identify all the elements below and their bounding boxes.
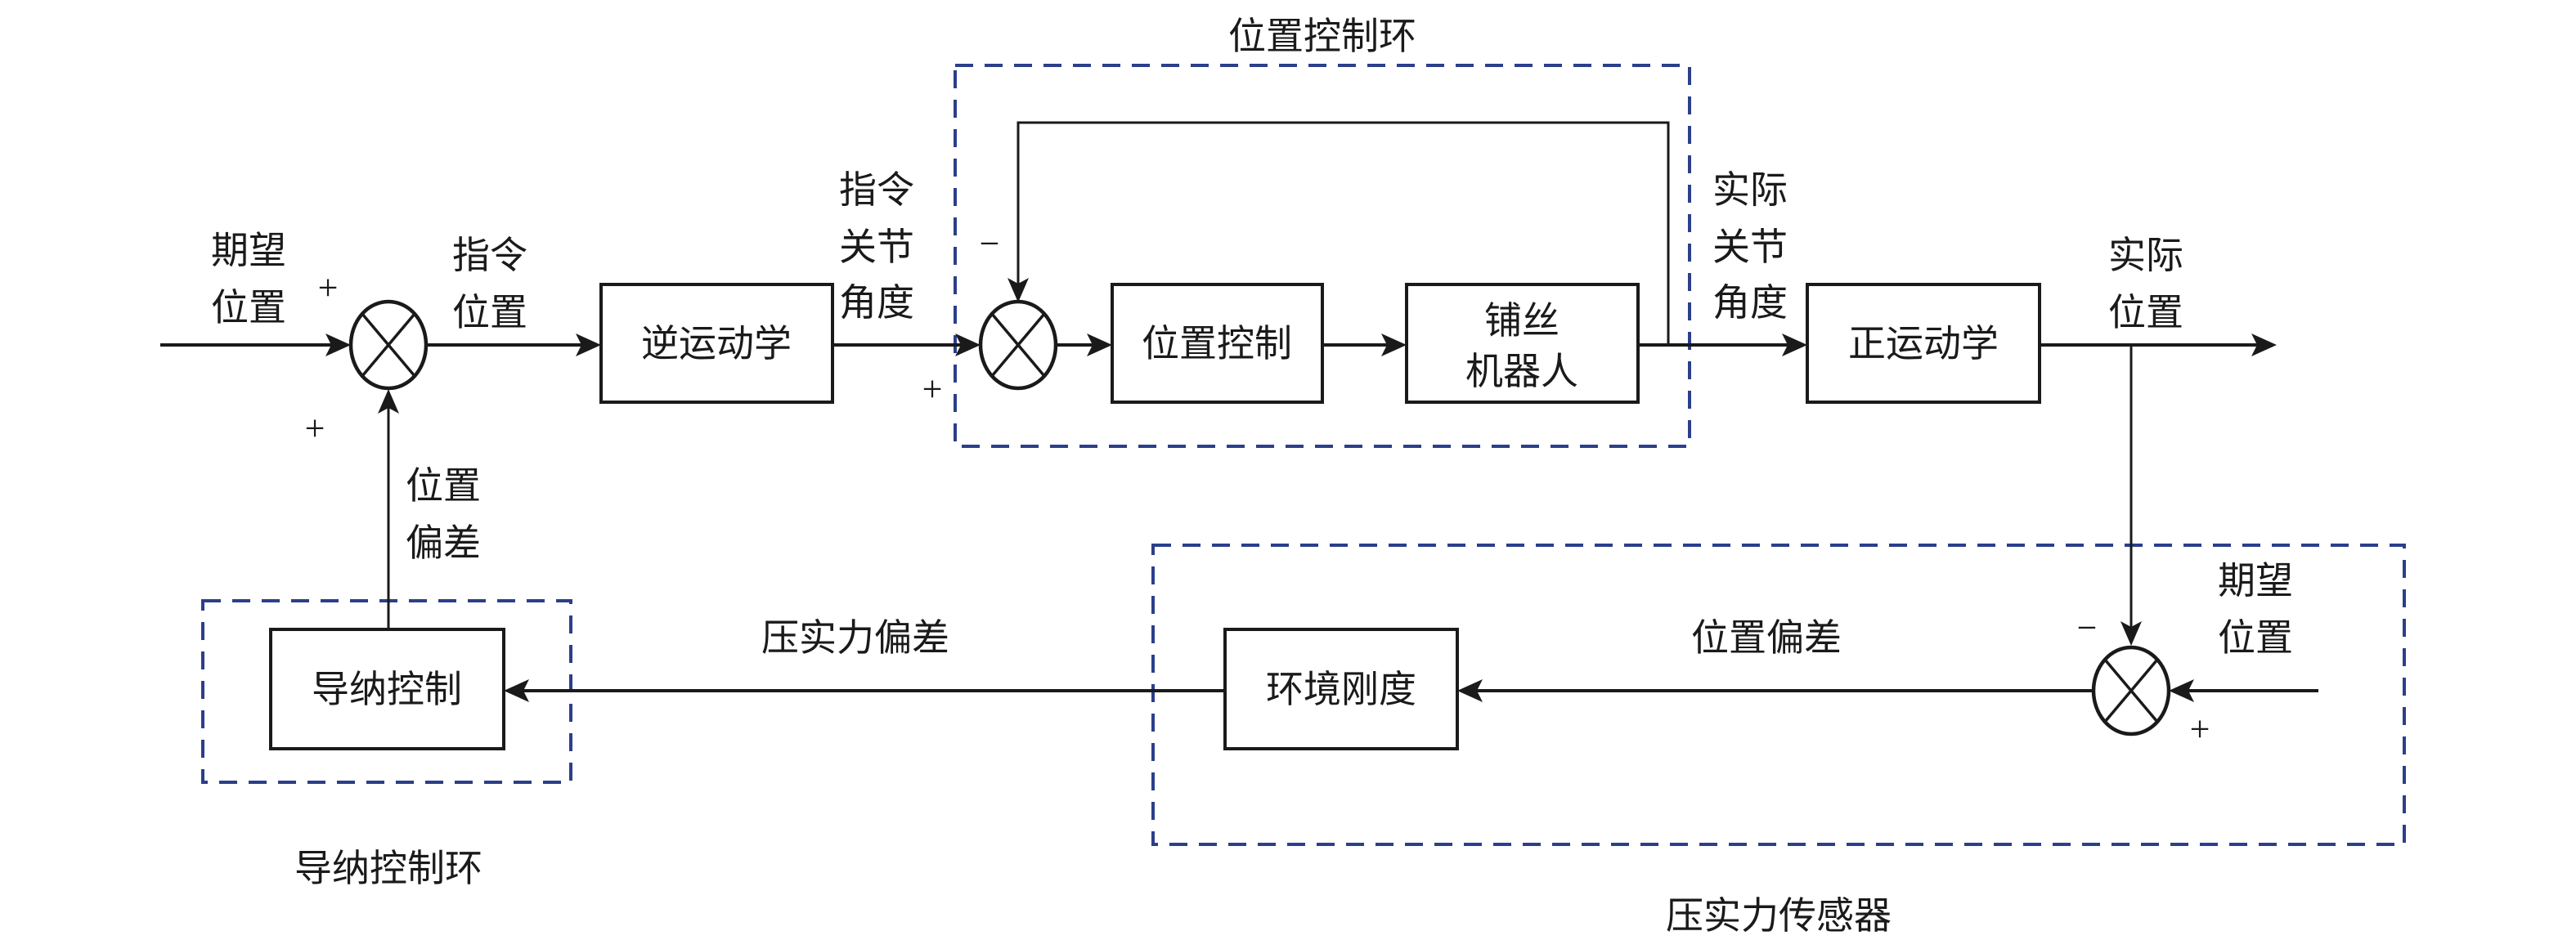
svg-text:指令: 指令 (452, 233, 527, 277)
svg-text:期望: 期望 (211, 228, 286, 272)
block-label: 逆运动学 (641, 321, 792, 365)
arrowhead (1457, 679, 1483, 702)
signal-command-position: 指令 位置 (452, 233, 527, 334)
sum1-bottom-sign: + (305, 409, 325, 449)
sum3-top-sign: − (2077, 608, 2098, 648)
signal-position-error: 位置偏差 (1691, 616, 1842, 660)
arrowhead (1008, 278, 1029, 302)
block-label-line2: 机器人 (1465, 349, 1578, 393)
summing-junction-3 (2091, 645, 2171, 736)
svg-text:期望: 期望 (2218, 558, 2293, 602)
arrowhead (1087, 333, 1112, 356)
svg-text:位置: 位置 (2218, 616, 2293, 660)
svg-text:偏差: 偏差 (406, 521, 481, 565)
arrowhead (504, 679, 529, 702)
force-sensor-title: 压实力传感器 (1666, 893, 1892, 938)
summing-junction-1 (348, 299, 429, 391)
svg-text:位置: 位置 (406, 463, 481, 508)
joint-angle-feedback-wire (1016, 121, 1670, 345)
block-label: 正运动学 (1848, 321, 1999, 365)
block-fiber-placement-robot: 铺丝 机器人 (1405, 283, 1640, 404)
block-label: 位置控制 (1142, 321, 1292, 365)
svg-text:实际: 实际 (2108, 233, 2183, 277)
arrowhead (955, 333, 981, 356)
block-forward-kinematics: 正运动学 (1806, 283, 2041, 404)
arrowhead (378, 389, 399, 414)
signal-actual-joint-angle: 实际 关节 角度 (1712, 168, 1788, 325)
block-admittance-control: 导纳控制 (269, 628, 505, 750)
block-label-line1: 铺丝 (1484, 298, 1560, 342)
signal-compaction-force-error: 压实力偏差 (761, 616, 949, 660)
signal-position-error-feedback: 位置 偏差 (406, 463, 481, 565)
position-loop-boundary (954, 64, 1691, 448)
signal-actual-position: 实际 位置 (2108, 233, 2183, 334)
svg-text:角度: 角度 (1712, 280, 1788, 325)
svg-text:实际: 实际 (1712, 168, 1788, 212)
admittance-loop-title: 导纳控制环 (294, 846, 482, 890)
summing-junction-2 (978, 299, 1058, 391)
output-arrowhead (2251, 333, 2277, 356)
svg-text:位置: 位置 (2108, 290, 2183, 334)
svg-text:指令: 指令 (839, 168, 914, 212)
svg-text:关节: 关节 (839, 225, 914, 269)
svg-text:关节: 关节 (1712, 225, 1788, 269)
signal-desired-position-sensor: 期望 位置 (2218, 558, 2293, 660)
position-loop-title: 位置控制环 (1228, 14, 1416, 58)
arrowhead (1782, 333, 1807, 356)
block-position-control: 位置控制 (1111, 283, 1324, 404)
svg-text:角度: 角度 (839, 280, 914, 325)
arrowhead (325, 333, 351, 356)
sum2-top-sign: − (980, 224, 1000, 264)
force-sensor-boundary (1151, 544, 2406, 846)
signal-desired-position-input: 期望 位置 (211, 228, 286, 329)
signal-command-joint-angle: 指令 关节 角度 (839, 168, 914, 325)
sum3-right-sign: + (2190, 710, 2210, 750)
svg-text:位置: 位置 (452, 290, 527, 334)
sum1-top-sign: + (318, 268, 339, 308)
block-label: 环境刚度 (1266, 667, 1416, 711)
block-label: 导纳控制 (312, 667, 462, 711)
block-inverse-kinematics: 逆运动学 (599, 283, 834, 404)
arrowhead (1381, 333, 1407, 356)
svg-text:位置: 位置 (211, 285, 286, 329)
arrowhead (576, 333, 601, 356)
block-environment-stiffness: 环境刚度 (1223, 628, 1459, 750)
arrowhead (2120, 621, 2142, 646)
arrowhead (2169, 679, 2194, 702)
sum2-left-sign: + (922, 369, 943, 410)
